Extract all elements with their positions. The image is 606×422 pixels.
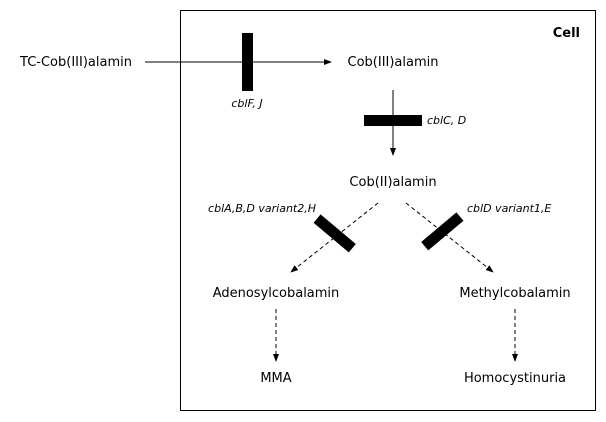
gene-label-cblf-j: cblF, J bbox=[231, 97, 262, 110]
arrow-cobalamin-ii-to-adenosyl bbox=[290, 202, 379, 273]
cobalamin-iii-label: Cob(III)alamin bbox=[348, 55, 439, 70]
block-bar-cbla-b-d-h bbox=[313, 214, 356, 253]
homocystinuria-label: Homocystinuria bbox=[464, 371, 566, 386]
cell-label: Cell bbox=[553, 26, 580, 41]
block-bar-cblf-j bbox=[242, 33, 253, 91]
cobalamin-ii-label: Cob(II)alamin bbox=[349, 175, 436, 190]
adenosylcobalamin-label: Adenosylcobalamin bbox=[213, 286, 340, 301]
gene-label-cbld-e: cblD variant1,E bbox=[467, 202, 551, 215]
block-bar-cbld-e bbox=[421, 212, 464, 251]
gene-label-cblc-d: cblC, D bbox=[427, 114, 466, 127]
arrow-cobalamin-ii-to-methyl bbox=[405, 202, 494, 273]
block-bar-cblc-d bbox=[364, 115, 422, 126]
methylcobalamin-label: Methylcobalamin bbox=[459, 286, 570, 301]
tc-cobalamin-iii-label: TC-Cob(III)alamin bbox=[19, 55, 132, 70]
gene-label-cbla-b-d-h: cblA,B,D variant2,H bbox=[208, 202, 316, 215]
mma-label: MMA bbox=[260, 371, 291, 386]
cell-boundary bbox=[180, 10, 596, 411]
